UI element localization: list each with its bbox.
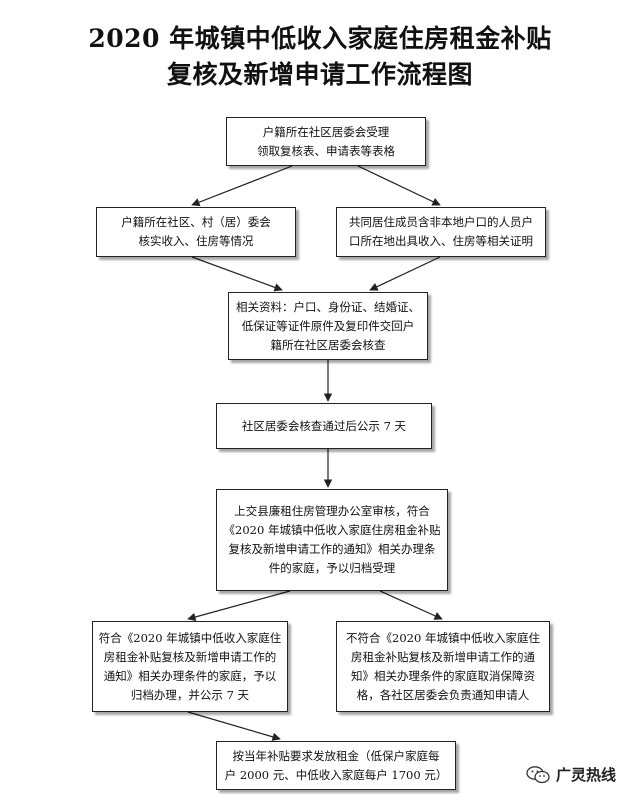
step-eligible-text: 符合《2020 年城镇中低收入家庭住 房租金补贴复核及新增申请工作的 通知》相关… bbox=[98, 630, 282, 702]
arrow-receive-to-verify-local bbox=[191, 165, 293, 207]
step-county-review-text: 上交县廉租住房管理办公室审核，符合 《2020 年城镇中低收入家庭住房租金补贴 … bbox=[223, 504, 441, 575]
step-receive-text: 户籍所在社区居委会受理 领取复核表、申请表等表格 bbox=[257, 124, 395, 158]
step-county-review: 上交县廉租住房管理办公室审核，符合 《2020 年城镇中低收入家庭住房租金补贴 … bbox=[216, 489, 448, 591]
watermark-text: 广灵热线 bbox=[556, 766, 617, 784]
step-verify-nonlocal-text: 共同居住成员含非本地户口的人员户 口所在地出具收入、住房等相关证明 bbox=[349, 215, 533, 248]
step-verify-local-text: 户籍所在社区、村（居）委会 核实收入、住房等情况 bbox=[121, 215, 271, 248]
step-verify-local: 户籍所在社区、村（居）委会 核实收入、住房等情况 bbox=[96, 207, 296, 257]
arrow-receive-to-verify-nonlocal bbox=[357, 165, 441, 206]
arrow-review-to-eligible bbox=[187, 590, 291, 622]
step-publicize-text: 社区居委会核查通过后公示 7 天 bbox=[241, 418, 407, 433]
wechat-icon bbox=[526, 765, 550, 783]
diagram-title-line2: 复核及新增申请工作流程图 bbox=[166, 60, 473, 89]
step-payment-text: 按当年补贴要求发放租金（低保户家庭每 户 2000 元、中低收入家庭每户 170… bbox=[224, 748, 448, 782]
arrow-review-to-ineligible bbox=[379, 590, 443, 620]
step-publicize: 社区居委会核查通过后公示 7 天 bbox=[216, 403, 432, 449]
step-materials: 相关资料：户口、身份证、结婚证、 低保证等证件原件及复印件交回户 籍所在社区居委… bbox=[228, 292, 428, 360]
step-verify-nonlocal: 共同居住成员含非本地户口的人员户 口所在地出具收入、住房等相关证明 bbox=[336, 207, 546, 257]
step-payment: 按当年补贴要求发放租金（低保户家庭每 户 2000 元、中低收入家庭每户 170… bbox=[216, 741, 456, 790]
arrow-eligible-to-payment bbox=[187, 711, 281, 741]
step-receive: 户籍所在社区居委会受理 领取复核表、申请表等表格 bbox=[226, 117, 426, 166]
step-eligible: 符合《2020 年城镇中低收入家庭住 房租金补贴复核及新增申请工作的 通知》相关… bbox=[92, 621, 288, 712]
source-watermark: 广灵热线 bbox=[526, 764, 616, 785]
arrow-verify-local-to-materials bbox=[191, 256, 283, 292]
arrow-verify-nonlocal-to-materials bbox=[369, 256, 441, 291]
step-ineligible-text: 不符合《2020 年城镇中低收入家庭住 房租金补贴复核及新增申请工作的通 知》相… bbox=[346, 630, 540, 702]
diagram-title-line1: 2020 年城镇中低收入家庭住房租金补贴 bbox=[88, 24, 552, 53]
step-materials-text: 相关资料：户口、身份证、结婚证、 低保证等证件原件及复印件交回户 籍所在社区居委… bbox=[236, 299, 420, 352]
step-ineligible: 不符合《2020 年城镇中低收入家庭住 房租金补贴复核及新增申请工作的通 知》相… bbox=[336, 621, 550, 712]
